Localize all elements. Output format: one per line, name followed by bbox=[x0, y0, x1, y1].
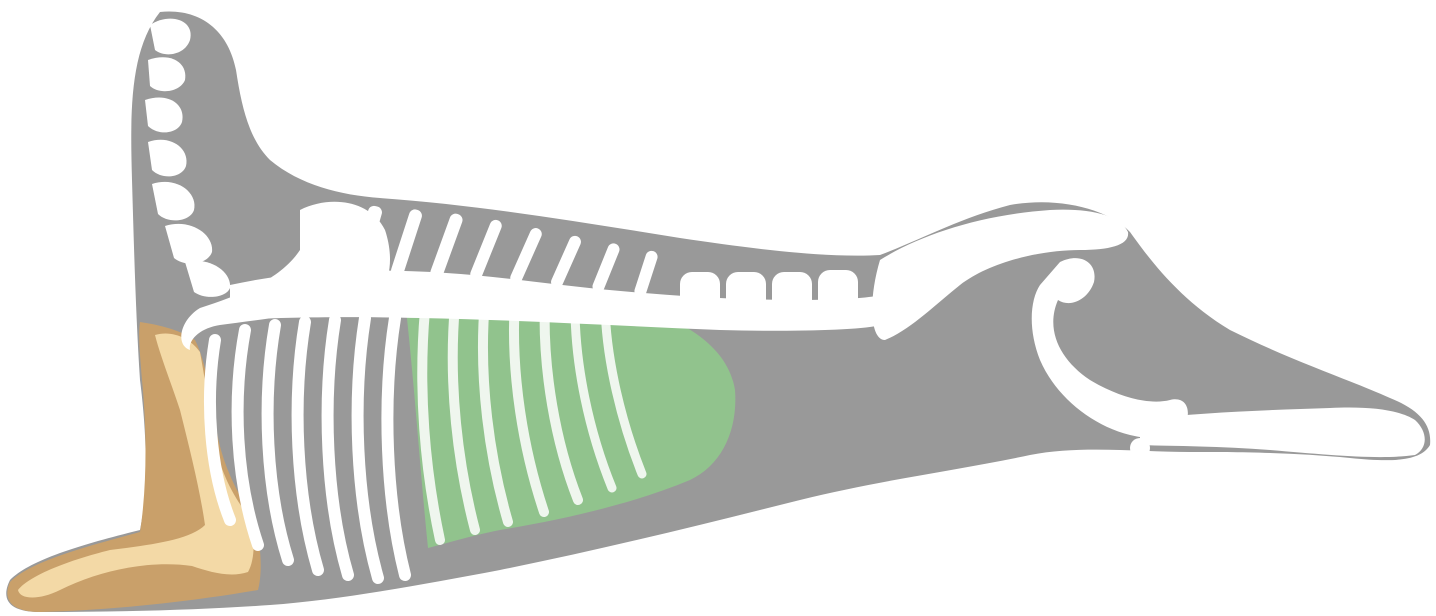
carcass-diagram bbox=[0, 0, 1436, 616]
diagram-canvas bbox=[0, 0, 1436, 616]
